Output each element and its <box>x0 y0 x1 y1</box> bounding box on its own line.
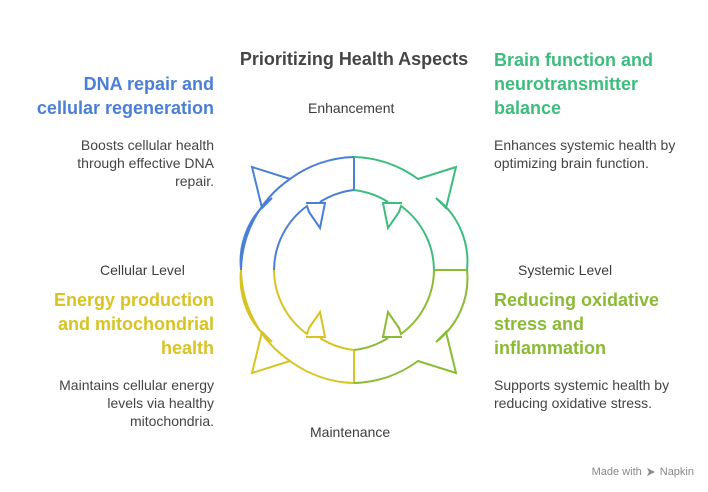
ring-segment-bottom-right <box>353 269 469 384</box>
footer-brand: Napkin <box>659 466 694 478</box>
quadrant-desc-top-right: Enhances systemic health by optimizing b… <box>494 137 676 171</box>
page-title: Prioritizing Health Aspects <box>239 49 469 69</box>
quadrant-desc-bottom-left: Maintains cellular energy levels via hea… <box>59 377 214 429</box>
napkin-logo-icon <box>646 468 655 476</box>
axis-label-right: Systemic Level <box>518 262 613 278</box>
quadrant-desc-top-left: Boosts cellular health through effective… <box>77 137 214 189</box>
quadrant-title-bottom-right: Reducing oxidative stress and inflammati… <box>494 290 660 358</box>
axis-label-bottom: Maintenance <box>310 424 391 440</box>
axis-label-top: Enhancement <box>308 100 395 116</box>
ring-segment-bottom-left <box>239 269 355 385</box>
quadrant-title-top-right: Brain function and neurotransmitter bala… <box>494 50 653 118</box>
footer-attribution: Made with Napkin <box>592 466 694 478</box>
quadrant-desc-bottom-right: Supports systemic health by reducing oxi… <box>494 377 670 411</box>
ring-segment-top-left <box>239 155 355 271</box>
quadrant-title-top-left: DNA repair and cellular regeneration <box>36 74 214 118</box>
ring-segment-top-right <box>353 156 469 271</box>
axis-label-left: Cellular Level <box>100 262 185 278</box>
footer-text: Made with <box>591 466 642 478</box>
quadrant-title-bottom-left: Energy production and mitochondrial heal… <box>53 290 214 358</box>
